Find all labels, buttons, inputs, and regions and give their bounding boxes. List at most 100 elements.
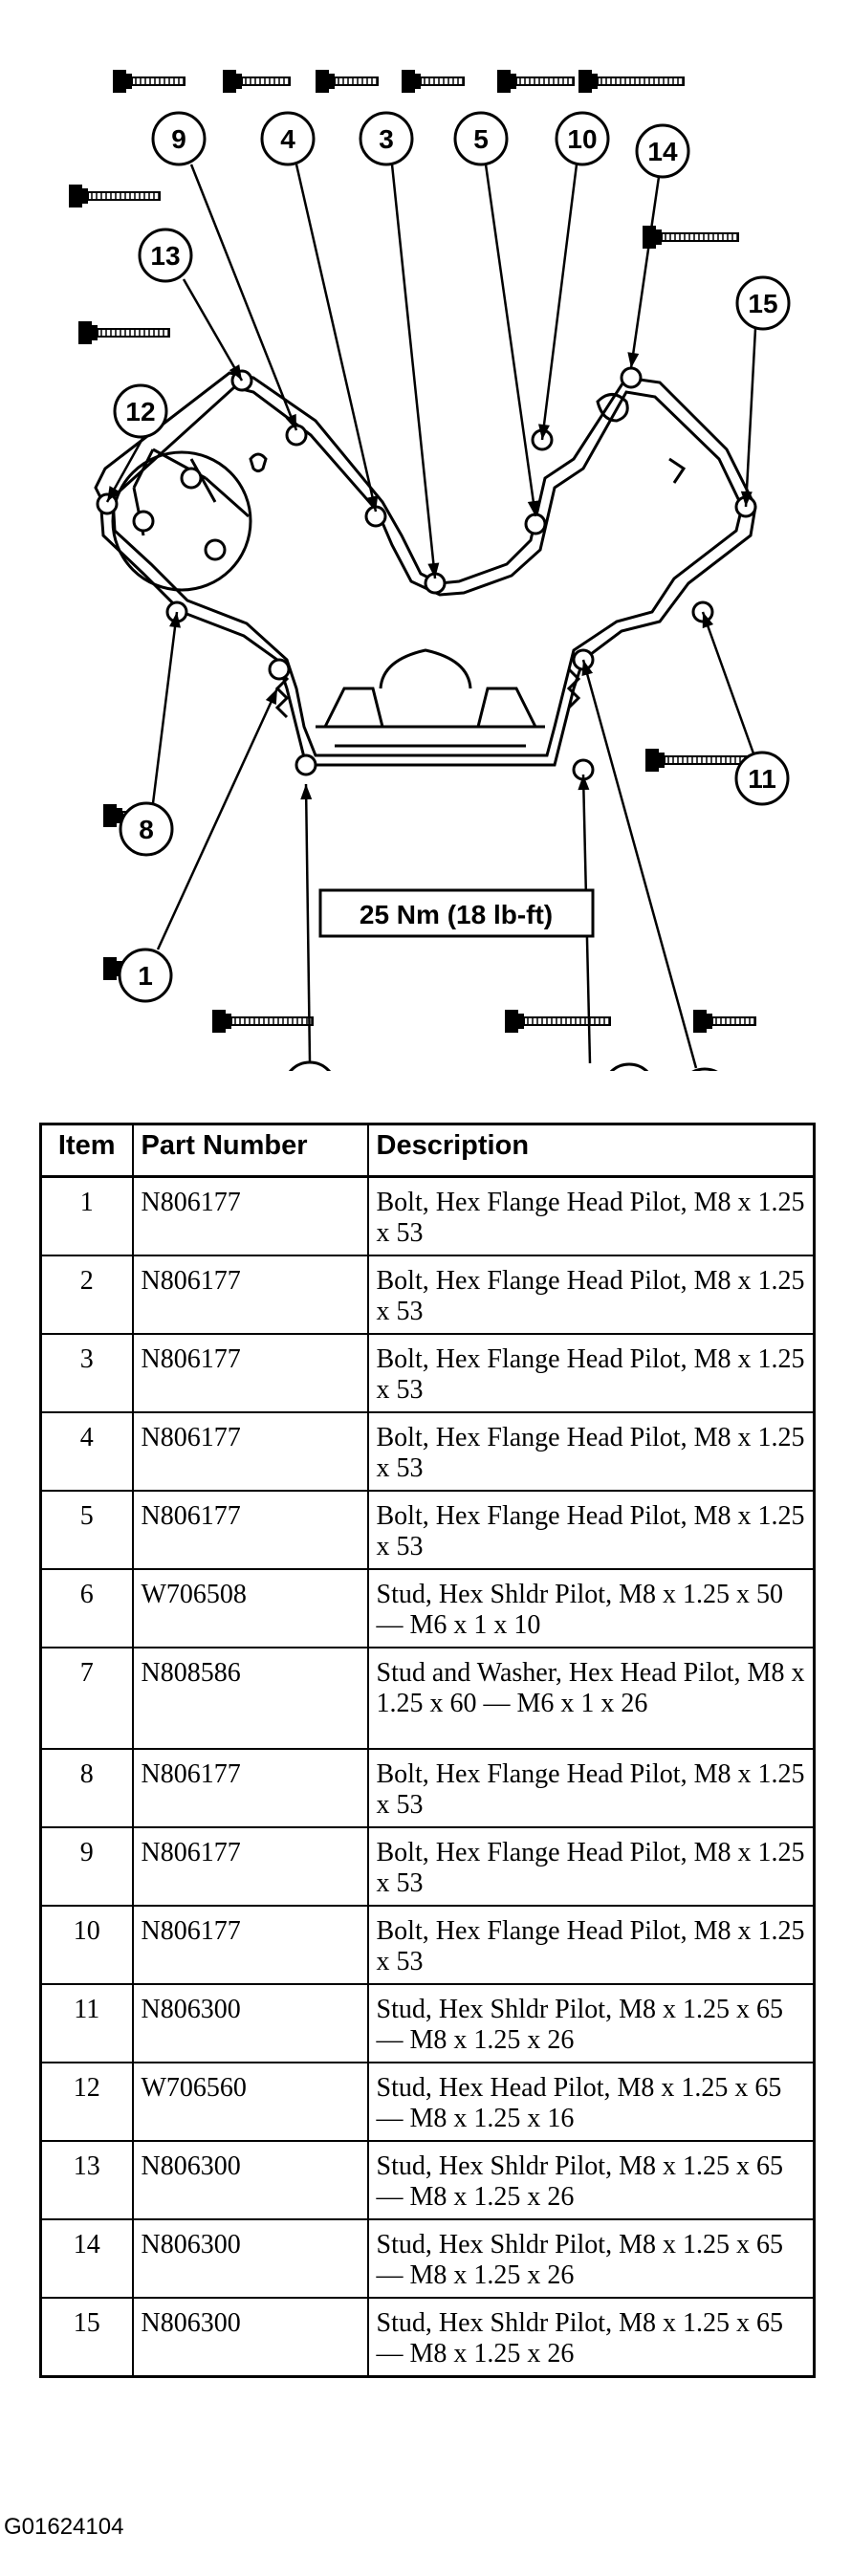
leader-arrowheads (107, 352, 753, 800)
torque-spec-box: 25 Nm (18 lb-ft) (318, 888, 595, 938)
callout-circle (555, 111, 610, 166)
leader-line (744, 328, 757, 508)
cell-item: 5 (39, 1490, 134, 1570)
leader-line (182, 278, 244, 382)
header-item: Item (39, 1123, 134, 1178)
cell-item: 10 (39, 1905, 134, 1985)
header-description: Description (366, 1123, 816, 1178)
leader-line (390, 164, 437, 579)
leader-line (151, 611, 179, 804)
bolt-hole (620, 366, 643, 389)
leader-arrowhead (702, 612, 714, 629)
callout-circle (119, 801, 174, 857)
callout-circle (609, 1062, 649, 1071)
cell-part-number: N806177 (131, 1333, 369, 1413)
callout-circle (151, 111, 207, 166)
torque-spec-label: 25 Nm (18 lb-ft) (360, 900, 553, 929)
bolt-icon (578, 70, 685, 93)
front-cover-outline (94, 371, 757, 767)
callout-circle (691, 1067, 718, 1071)
cell-description: Stud, Hex Head Pilot, M8 x 1.25 x 65 — M… (366, 2062, 816, 2142)
leader-line (156, 688, 279, 950)
callout-label: 12 (125, 397, 155, 426)
callout-label: 1 (138, 961, 153, 991)
cell-item: 12 (39, 2062, 134, 2142)
cell-part-number: N806177 (131, 1175, 369, 1256)
bolt-icon (316, 70, 379, 93)
cell-item: 8 (39, 1748, 134, 1828)
bolt-icon (78, 321, 170, 344)
leader-arrowhead (581, 660, 594, 677)
leader-line (295, 164, 378, 513)
callout-circle (288, 1060, 332, 1071)
cell-part-number: W706560 (131, 2062, 369, 2142)
bolt-hole (524, 513, 547, 535)
cell-description: Stud and Washer, Hex Head Pilot, M8 x 1.… (366, 1647, 816, 1750)
callout-label: 14 (647, 137, 678, 166)
cell-item: 11 (39, 1983, 134, 2063)
leader-arrowhead (107, 486, 120, 502)
cell-description: Stud, Hex Shldr Pilot, M8 x 1.25 x 65 — … (366, 1983, 816, 2063)
bolt-icon (505, 1010, 611, 1033)
cell-description: Bolt, Hex Flange Head Pilot, M8 x 1.25 x… (366, 1748, 816, 1828)
callout-label: 15 (748, 289, 777, 318)
callout-label: 3 (379, 124, 394, 154)
cell-description: Bolt, Hex Flange Head Pilot, M8 x 1.25 x… (366, 1826, 816, 1907)
callout-circle (359, 111, 414, 166)
leader-arrowhead (740, 491, 753, 507)
callout-label: 10 (567, 124, 597, 154)
callout-circle (635, 123, 690, 179)
callout-label: 5 (473, 124, 489, 154)
callout-label: 11 (748, 764, 776, 794)
bolt-icons (69, 70, 756, 1033)
cell-part-number: N806300 (131, 2218, 369, 2299)
leader-arrowhead (427, 562, 440, 579)
bolt-icon (497, 70, 575, 93)
cell-part-number: N806177 (131, 1411, 369, 1492)
leader-line (484, 164, 537, 517)
callout-circle (138, 228, 193, 283)
cell-item: 6 (39, 1568, 134, 1648)
cell-description: Bolt, Hex Flange Head Pilot, M8 x 1.25 x… (366, 1411, 816, 1492)
callout-label: 4 (280, 124, 295, 154)
leader-arrowhead (627, 352, 640, 368)
cell-item: 4 (39, 1411, 134, 1492)
bolt-hole (180, 467, 203, 490)
cell-item: 1 (39, 1175, 134, 1256)
cell-description: Stud, Hex Shldr Pilot, M8 x 1.25 x 50 — … (366, 1568, 816, 1648)
callout-circle (735, 275, 791, 331)
cell-item: 14 (39, 2218, 134, 2299)
bolt-hole (132, 510, 155, 533)
cell-part-number: W706508 (131, 1568, 369, 1648)
leader-lines (105, 164, 757, 1069)
leader-line (701, 611, 755, 754)
bolt-icon (402, 70, 465, 93)
leader-line (629, 176, 661, 369)
bolt-icon (693, 1010, 756, 1033)
figure-id: G01624104 (4, 2514, 124, 2540)
bolt-icon (223, 70, 291, 93)
callout-circle (113, 383, 168, 439)
bolt-icon (645, 749, 752, 772)
bolt-hole (285, 424, 308, 447)
leader-arrowhead (169, 612, 181, 628)
callout-circle (118, 948, 173, 1003)
leader-arrowhead (229, 364, 242, 381)
cell-item: 3 (39, 1333, 134, 1413)
cell-part-number: N806300 (131, 1983, 369, 2063)
cell-part-number: N808586 (131, 1647, 369, 1750)
bolt-icon (643, 226, 739, 249)
callout-circles: 943510141315128111762 (113, 111, 791, 1071)
